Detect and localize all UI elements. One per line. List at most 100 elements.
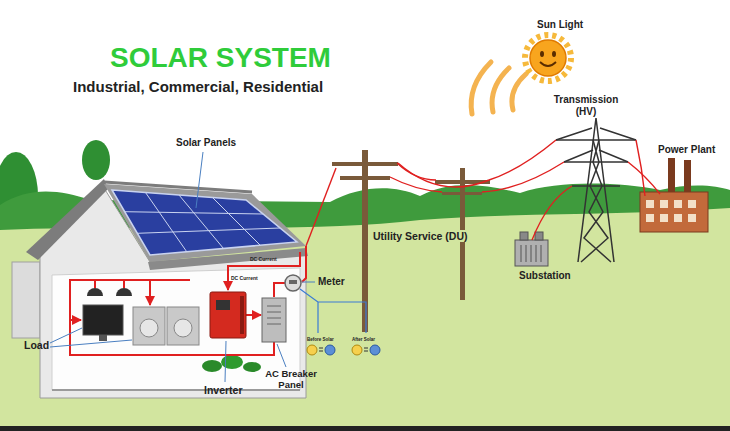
part-label: Substation <box>519 270 571 282</box>
bottom-bar <box>0 426 730 431</box>
meter-icon <box>319 348 323 351</box>
load <box>116 288 132 296</box>
power-plant <box>640 192 708 232</box>
bush <box>221 355 243 369</box>
sun <box>552 51 556 57</box>
power-plant <box>646 214 654 222</box>
power-line <box>306 168 336 246</box>
house <box>52 268 300 390</box>
leader-line <box>302 282 315 283</box>
inverter <box>210 292 246 338</box>
part-label: Power Plant <box>658 144 715 156</box>
house <box>12 179 306 398</box>
transmission-tower <box>556 118 636 262</box>
power-plant <box>674 200 682 208</box>
house-wiring <box>246 314 261 316</box>
house <box>104 184 306 262</box>
leader-line <box>225 341 226 382</box>
meter-icon <box>370 345 380 355</box>
substation <box>520 232 528 240</box>
inverter <box>240 296 244 334</box>
meter-label: Before Solar <box>307 337 334 342</box>
utility-pole <box>332 150 490 332</box>
sun <box>540 51 544 57</box>
house <box>40 188 306 398</box>
substation <box>521 245 541 262</box>
load <box>133 307 165 345</box>
meter <box>285 275 301 291</box>
part-label: Transmission (HV) <box>550 94 622 117</box>
meter-icon <box>307 345 317 355</box>
power-line <box>398 163 489 187</box>
part-label: Utility Service (DU) <box>371 230 470 242</box>
sun-rays <box>512 74 526 110</box>
power-plant <box>688 200 696 208</box>
solar-panel <box>112 190 297 255</box>
house <box>52 389 300 391</box>
load <box>83 288 199 345</box>
house-wiring <box>70 319 81 321</box>
house-wiring <box>95 280 124 288</box>
house-wiring <box>302 246 306 282</box>
utility-pole <box>340 176 390 180</box>
part-label: Meter <box>318 276 345 288</box>
meter-reading <box>300 289 366 333</box>
power-line <box>628 162 660 194</box>
leader-line <box>50 328 82 343</box>
leader-line <box>50 340 132 347</box>
power-line <box>532 186 572 240</box>
substation <box>515 232 548 266</box>
solar-panel <box>112 190 297 255</box>
leader-line <box>196 152 203 208</box>
part-label: Solar Panels <box>176 137 236 149</box>
inverter <box>210 292 246 338</box>
meter-icon <box>325 345 335 355</box>
load <box>167 307 199 345</box>
sun <box>540 62 556 66</box>
sun <box>530 40 566 76</box>
substation <box>515 240 548 266</box>
meter <box>285 275 301 291</box>
part-label: Inverter <box>204 384 243 396</box>
power-plant <box>640 158 708 232</box>
power-line <box>636 140 645 196</box>
power-line <box>397 163 436 180</box>
house-wiring <box>70 246 306 355</box>
hills <box>82 140 110 180</box>
power-plant <box>660 214 668 222</box>
power-plant <box>674 214 682 222</box>
power-line <box>482 162 564 192</box>
wire-label: DC Current <box>250 257 277 263</box>
load <box>87 288 103 296</box>
leader-line <box>277 344 286 367</box>
sun <box>525 35 571 81</box>
meter-icon <box>364 348 368 351</box>
meter-icon <box>307 345 380 355</box>
load <box>99 335 107 341</box>
part-label: Load <box>24 339 49 351</box>
transmission-tower <box>581 140 611 262</box>
breaker-panel <box>262 298 286 342</box>
subtitle: Industrial, Commercial, Residential <box>73 78 323 95</box>
house <box>12 262 40 338</box>
breaker-panel <box>267 306 281 324</box>
sun <box>525 35 571 81</box>
power-line <box>489 140 556 180</box>
power-plant <box>646 200 654 208</box>
house-wiring <box>274 283 285 297</box>
house-wiring <box>228 252 300 290</box>
power-plant <box>668 158 675 194</box>
house-wiring <box>149 280 151 305</box>
inverter <box>216 300 230 310</box>
load <box>140 319 158 337</box>
load <box>83 305 123 335</box>
transmission-tower <box>556 128 636 162</box>
sun-rays <box>471 62 526 114</box>
house-wiring <box>70 280 274 355</box>
power-line <box>306 140 660 246</box>
bush <box>202 360 222 372</box>
utility-pole <box>332 162 398 166</box>
substation <box>535 232 543 240</box>
